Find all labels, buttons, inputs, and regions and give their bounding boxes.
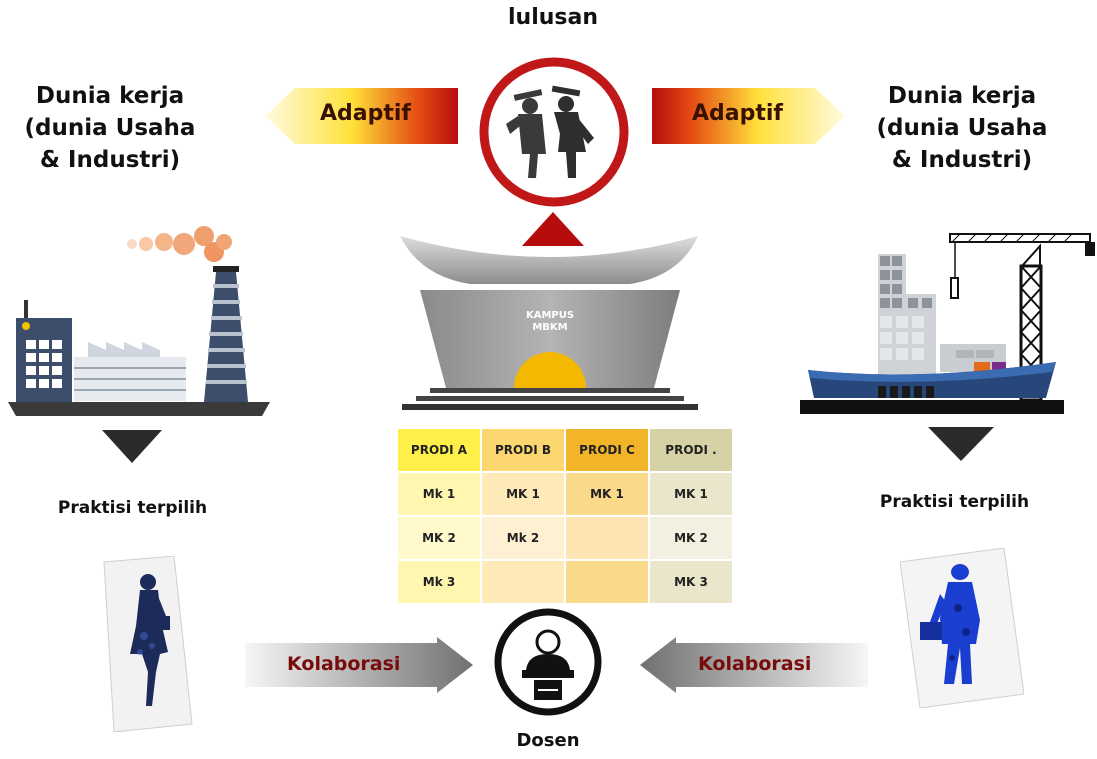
- table-cell: [564, 515, 650, 561]
- prodi-table: PRODI A PRODI B PRODI C PRODI . Mk 1 MK …: [396, 427, 734, 605]
- table-cell: MK 2: [396, 515, 482, 561]
- campus-label-line-2: MBKM: [532, 322, 568, 333]
- table-cell: MK 3: [648, 559, 734, 605]
- left-world-title: Dunia kerja (dunia Usaha & Industri): [0, 80, 220, 176]
- adaptif-left-arrow: Adaptif: [265, 88, 458, 144]
- table-cell: Mk 2: [480, 515, 566, 561]
- practitioner-woman-image: [96, 555, 196, 733]
- adaptif-left-label: Adaptif: [320, 101, 411, 126]
- praktisi-left-label: Praktisi terpilih: [57, 498, 208, 518]
- table-cell: Mk 3: [396, 559, 482, 605]
- down-arrow-right-icon: [928, 427, 994, 461]
- left-world-line-1: Dunia kerja: [35, 83, 185, 109]
- table-cell: Mk 1: [396, 471, 482, 517]
- adaptif-right-arrow: Adaptif: [652, 88, 845, 144]
- lecturer-icon: [492, 606, 604, 718]
- prodi-header-a: PRODI A: [396, 427, 482, 473]
- dosen-label: Dosen: [516, 730, 580, 751]
- up-arrow-icon: [522, 212, 584, 246]
- down-arrow-left-icon: [102, 430, 162, 463]
- table-cell: MK 1: [648, 471, 734, 517]
- table-cell: MK 1: [480, 471, 566, 517]
- kolaborasi-right-label: Kolaborasi: [698, 653, 812, 675]
- ship-icon: [800, 226, 1096, 418]
- right-world-line-1: Dunia kerja: [887, 83, 1037, 109]
- adaptif-right-label: Adaptif: [692, 101, 783, 126]
- right-world-title: Dunia kerja (dunia Usaha & Industri): [852, 80, 1072, 176]
- graduates-icon: [476, 54, 632, 210]
- prodi-header-d: PRODI .: [648, 427, 734, 473]
- left-world-line-2: (dunia Usaha: [24, 115, 196, 141]
- left-world-line-3: & Industri): [39, 147, 181, 173]
- kolaborasi-right-arrow: Kolaborasi: [640, 637, 868, 693]
- kolaborasi-left-label: Kolaborasi: [287, 653, 401, 675]
- table-cell: [564, 559, 650, 605]
- graduates-label: lulusan: [507, 5, 598, 30]
- table-cell: MK 2: [648, 515, 734, 561]
- practitioner-man-image: [899, 547, 1025, 709]
- prodi-header-c: PRODI C: [564, 427, 650, 473]
- campus-building-icon: [380, 228, 720, 420]
- prodi-header-b: PRODI B: [480, 427, 566, 473]
- campus-label-line-1: KAMPUS: [525, 310, 575, 321]
- campus-label: KAMPUS MBKM: [510, 310, 590, 334]
- kolaborasi-left-arrow: Kolaborasi: [245, 637, 473, 693]
- right-world-line-3: & Industri): [891, 147, 1033, 173]
- right-world-line-2: (dunia Usaha: [876, 115, 1048, 141]
- table-cell: [480, 559, 566, 605]
- table-cell: MK 1: [564, 471, 650, 517]
- praktisi-right-label: Praktisi terpilih: [879, 492, 1030, 512]
- factory-icon: [8, 222, 270, 418]
